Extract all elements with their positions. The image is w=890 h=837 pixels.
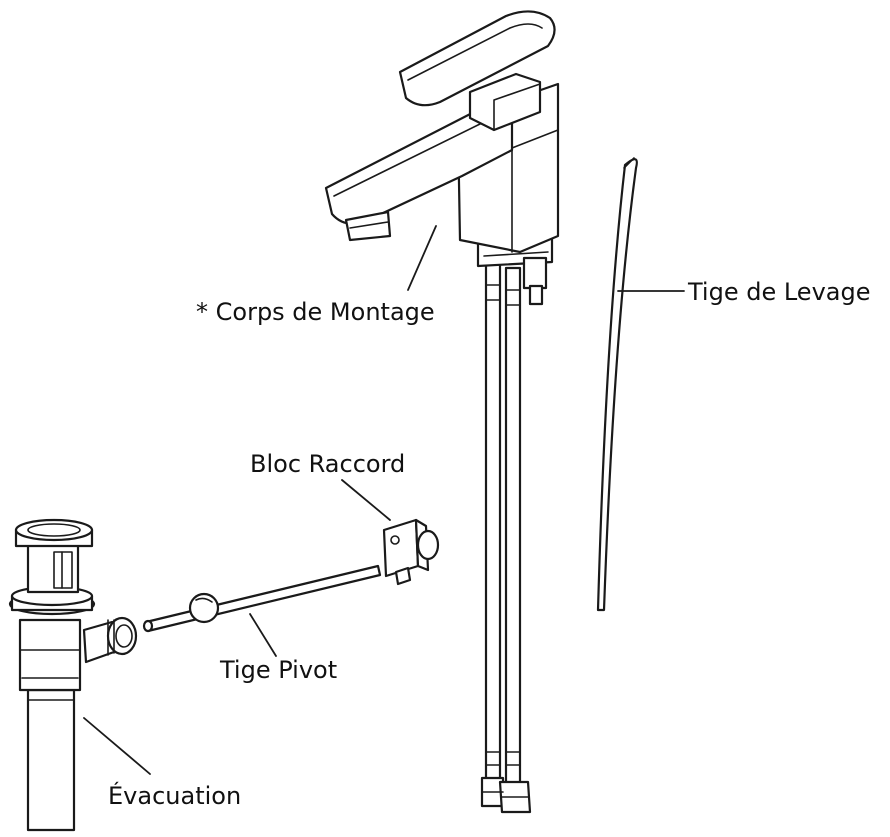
faucet-handle xyxy=(398,10,556,107)
leader-connector-block xyxy=(341,479,391,521)
label-lift-rod: Tige de Levage xyxy=(688,278,871,306)
connector-block xyxy=(382,518,440,586)
drain-assembly xyxy=(8,518,138,832)
label-drain: Évacuation xyxy=(108,782,242,810)
lift-rod xyxy=(596,157,638,612)
leader-drain xyxy=(83,717,151,775)
label-mounting-body: * Corps de Montage xyxy=(196,298,435,326)
leader-pivot-rod xyxy=(249,613,277,657)
label-connector-block: Bloc Raccord xyxy=(250,450,406,478)
label-pivot-rod: Tige Pivot xyxy=(220,656,338,684)
faucet-body xyxy=(324,10,560,814)
leader-mounting-body xyxy=(407,225,437,291)
leader-lines xyxy=(83,225,685,775)
pivot-rod xyxy=(142,564,382,633)
supply-hoses xyxy=(480,260,532,814)
